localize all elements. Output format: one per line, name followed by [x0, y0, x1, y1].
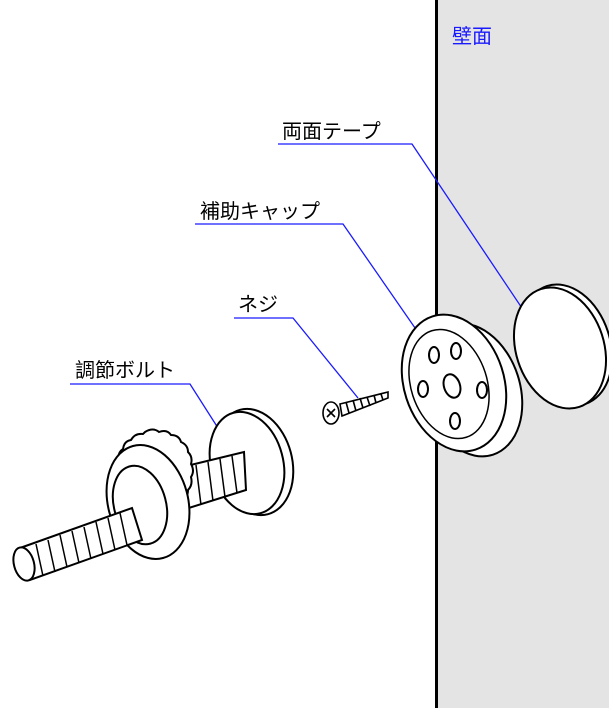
label-screw: ネジ [238, 292, 278, 316]
leader-screw [234, 317, 359, 399]
adjusting-bolt-part [12, 407, 295, 582]
double-sided-tape-part [512, 283, 609, 410]
leader-lines [70, 143, 541, 451]
label-auxiliary-cap: 補助キャップ [200, 199, 320, 223]
label-double-sided-tape: 両面テープ [282, 119, 381, 143]
leader-double-sided-tape [278, 143, 541, 336]
label-adjusting-bolt: 調節ボルト [75, 358, 175, 382]
wall-label: 壁面 [452, 24, 492, 48]
screw-part [322, 390, 389, 425]
auxiliary-cap-part [400, 313, 524, 458]
leader-auxiliary-cap [195, 223, 441, 365]
